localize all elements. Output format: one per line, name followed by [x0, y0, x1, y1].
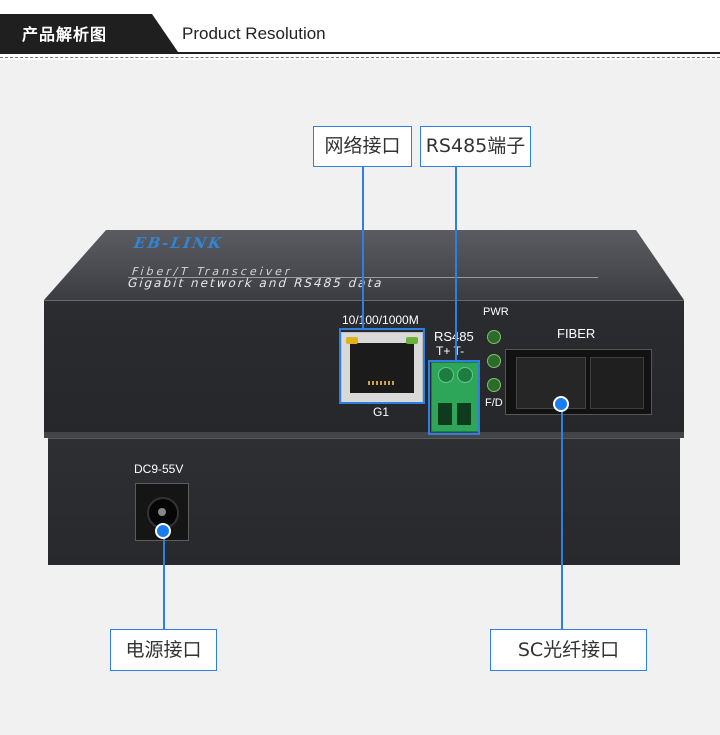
fd-led: [487, 378, 501, 392]
brand-logo: EB-LINK: [130, 234, 227, 252]
header-dashed-rule: [0, 57, 720, 58]
terminal-slot: [438, 403, 452, 425]
rj45-highlight-box: [339, 328, 425, 404]
fiber-port-marker: [553, 396, 569, 412]
sc-port-inner: [590, 357, 644, 409]
sc-port-inner: [516, 357, 586, 409]
device-seam: [44, 432, 684, 438]
rs485-label: RS485: [434, 329, 474, 344]
terminal-screw: [438, 367, 454, 383]
terminal-slot: [457, 403, 471, 425]
terminal-polarity-label: T+ T-: [436, 344, 465, 358]
dc-jack-pin: [158, 508, 166, 516]
terminal-highlight-box: [428, 360, 480, 435]
rj45-port: [341, 332, 423, 404]
speed-label: 10/100/1000M: [342, 313, 419, 327]
rj45-yellow-led: [346, 337, 358, 344]
rj45-green-led: [406, 337, 418, 344]
status-led: [487, 354, 501, 368]
header-rule: [0, 52, 720, 54]
port-g1-label: G1: [373, 405, 390, 419]
rj45-contacts: [368, 381, 396, 385]
sc-fiber-port-callout: SC光纤接口: [490, 629, 647, 671]
pwr-led: [487, 330, 501, 344]
rs485-terminal-block: [431, 362, 479, 432]
power-port-callout: 电源接口: [110, 629, 217, 671]
power-callout-line: [163, 531, 165, 630]
pwr-led-label: PWR: [483, 306, 509, 318]
fiber-label: FIBER: [557, 326, 596, 341]
rs485-terminal-callout: RS485端子: [420, 126, 531, 167]
network-callout-line: [362, 167, 364, 330]
header-tab: [0, 14, 178, 52]
terminal-screw: [457, 367, 473, 383]
header-subtitle: Product Resolution: [182, 24, 326, 43]
rs485-callout-line: [455, 167, 457, 362]
header-tab-title: 产品解析图: [22, 25, 108, 44]
fiber-callout-line: [561, 404, 563, 630]
fd-led-label: F/D: [485, 397, 503, 409]
network-port-callout: 网络接口: [313, 126, 412, 167]
power-port-marker: [155, 523, 171, 539]
sc-fiber-port: [505, 349, 652, 415]
rj45-socket: [350, 343, 414, 393]
device-top-panel: [44, 230, 684, 300]
dc-voltage-label: DC9-55V: [134, 462, 184, 476]
section-header: 产品解析图 Product Resolution: [0, 0, 720, 60]
device-description-text: Gigabit network and RS485 data: [126, 276, 386, 290]
